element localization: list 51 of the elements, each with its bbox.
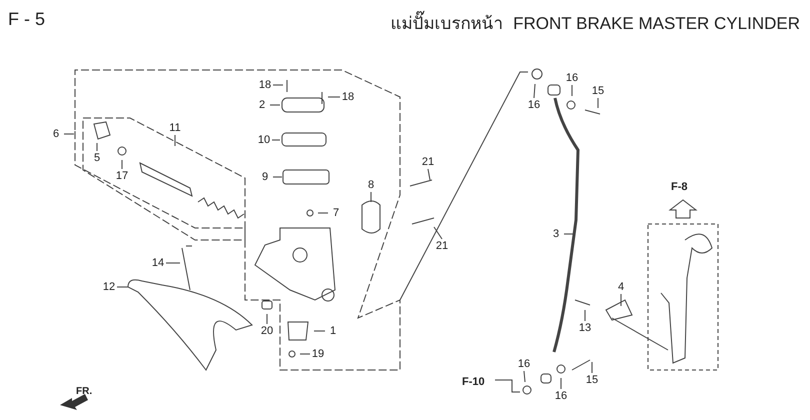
callout-number: 16 (518, 358, 530, 370)
callout-number: 15 (592, 85, 604, 97)
leader-line (434, 226, 442, 240)
callout-number: 15 (586, 374, 598, 386)
callout-number: 18 (258, 79, 272, 91)
callout-number: 1 (330, 325, 336, 337)
callout-number: 16 (554, 390, 568, 402)
leader-line (96, 142, 98, 152)
callout-number: 12 (102, 281, 116, 293)
leader-line (620, 294, 622, 306)
leader-line (318, 212, 328, 214)
leader-line (270, 104, 280, 106)
section-code: F - 5 (8, 9, 46, 30)
callout-number: 2 (258, 99, 266, 111)
callout-number: 10 (258, 134, 270, 146)
callout-number: 17 (116, 170, 128, 182)
callout-number: 20 (260, 325, 274, 337)
leader-line (116, 286, 128, 288)
direction-label: FR. (76, 386, 92, 397)
leader-line (328, 96, 340, 98)
callout-number: 21 (436, 240, 448, 252)
leader-line (272, 84, 284, 86)
leader-line (166, 262, 180, 264)
leader-line (534, 84, 536, 98)
callout-number: 18 (342, 91, 354, 103)
callout-number: 11 (169, 122, 181, 134)
leader-line (584, 310, 586, 322)
callout-number: 19 (312, 348, 324, 360)
leader-line (560, 378, 562, 390)
leader-line (428, 168, 430, 180)
callout-number: 13 (578, 322, 592, 334)
callout-number: 6 (52, 128, 60, 140)
leader-line (370, 192, 372, 202)
callout-number: 9 (262, 171, 268, 183)
leader-line (314, 330, 326, 332)
leader-line (266, 314, 268, 324)
title: แม่ปั๊มเบรกหน้า FRONT BRAKE MASTER CYLINDER (300, 9, 800, 36)
leader-line (272, 176, 282, 178)
callout-number: 8 (368, 179, 374, 191)
callout-number: 16 (528, 99, 540, 111)
callout-number: 3 (552, 228, 560, 240)
callout-number: 4 (618, 281, 624, 293)
callout-number: 14 (152, 257, 164, 269)
callout-number: 7 (332, 207, 340, 219)
leader-line (174, 134, 176, 146)
reference-code: F-8 (671, 181, 688, 193)
callout-number: 16 (566, 72, 578, 84)
leader-line (524, 370, 526, 382)
callout-number: 5 (94, 152, 100, 164)
callout-number: 21 (422, 156, 434, 168)
reference-code: F-10 (462, 376, 485, 388)
